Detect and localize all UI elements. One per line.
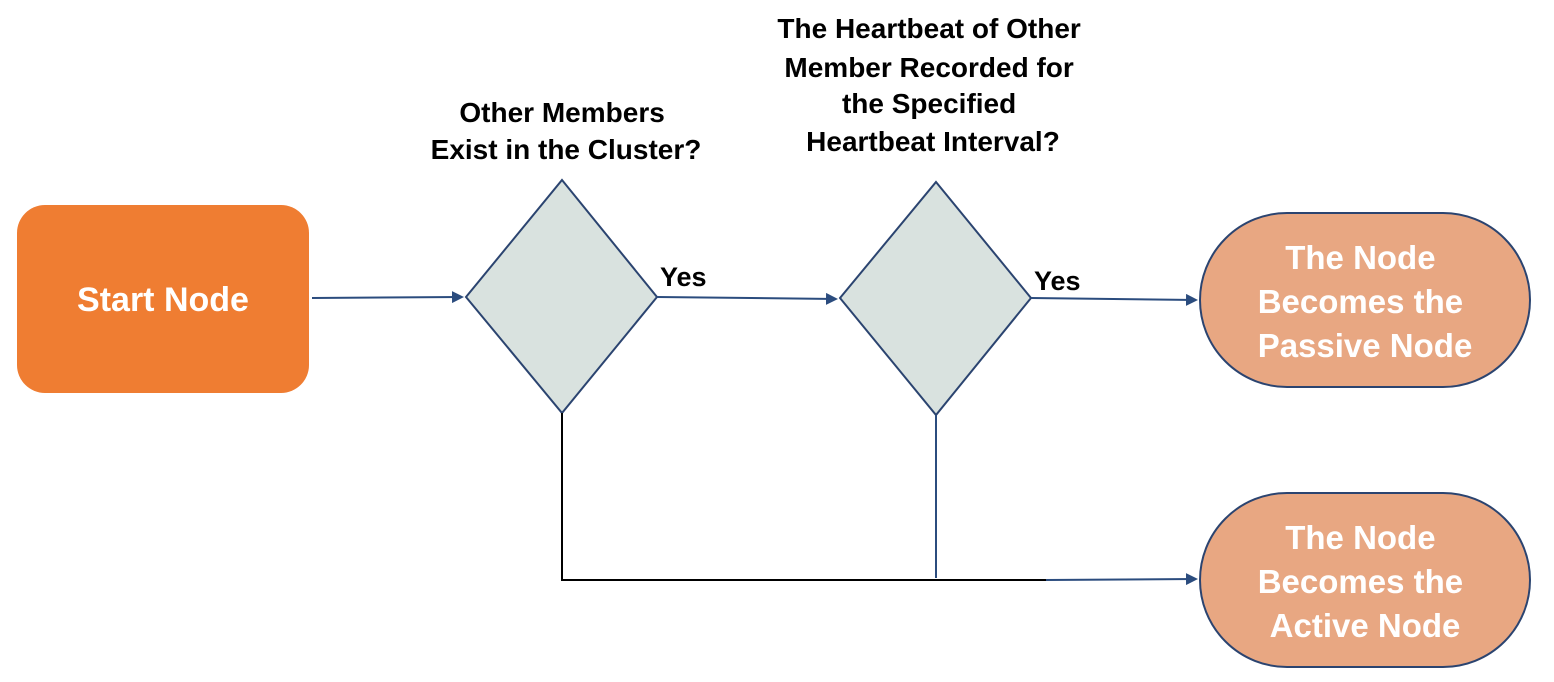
decision-1-question-line-2: Exist in the Cluster? xyxy=(431,134,702,165)
decision-2-question: The Heartbeat of Other Member Recorded f… xyxy=(777,13,1088,157)
active-node-outcome: The Node Becomes the Active Node xyxy=(1199,492,1531,668)
arrow-start-to-decision-1 xyxy=(311,291,464,304)
arrow-to-active-node xyxy=(1045,573,1198,586)
decision-2-diamond xyxy=(838,180,1033,417)
arrow-decision-1-to-decision-2 xyxy=(656,292,838,305)
decision-2-question-line-1: The Heartbeat of Other xyxy=(777,13,1080,44)
active-node-label: The Node Becomes the Active Node xyxy=(1258,519,1473,644)
decision-2-question-line-3: the Specified xyxy=(842,88,1016,119)
active-node-box xyxy=(1199,492,1531,668)
decision-2-question-line-2: Member Recorded for xyxy=(784,52,1073,83)
active-node-label-line-2: Becomes the xyxy=(1258,563,1463,600)
passive-node-label-line-1: The Node xyxy=(1285,239,1435,276)
arrow-decision-2-to-passive-node xyxy=(1030,293,1198,306)
passive-node-box xyxy=(1199,212,1531,388)
passive-node-label: The Node Becomes the Passive Node xyxy=(1258,239,1473,364)
start-node-label: Start Node xyxy=(77,281,249,319)
start-node-box xyxy=(17,205,309,393)
decision-2-question-line-4: Heartbeat Interval? xyxy=(806,126,1060,157)
no-path-decision-1 xyxy=(561,413,1046,581)
active-node-label-line-3: Active Node xyxy=(1270,607,1461,644)
start-node: Start Node xyxy=(17,205,309,393)
decision-2-yes-label: Yes xyxy=(1034,266,1081,296)
passive-node-outcome: The Node Becomes the Passive Node xyxy=(1199,212,1531,388)
decision-1-yes-label: Yes xyxy=(660,262,707,292)
decision-1-diamond xyxy=(464,178,659,415)
decision-1-question: Other Members Exist in the Cluster? xyxy=(431,97,702,165)
passive-node-label-line-2: Becomes the xyxy=(1258,283,1463,320)
active-node-label-line-1: The Node xyxy=(1285,519,1435,556)
passive-node-label-line-3: Passive Node xyxy=(1258,327,1473,364)
decision-1-question-line-1: Other Members xyxy=(459,97,664,128)
